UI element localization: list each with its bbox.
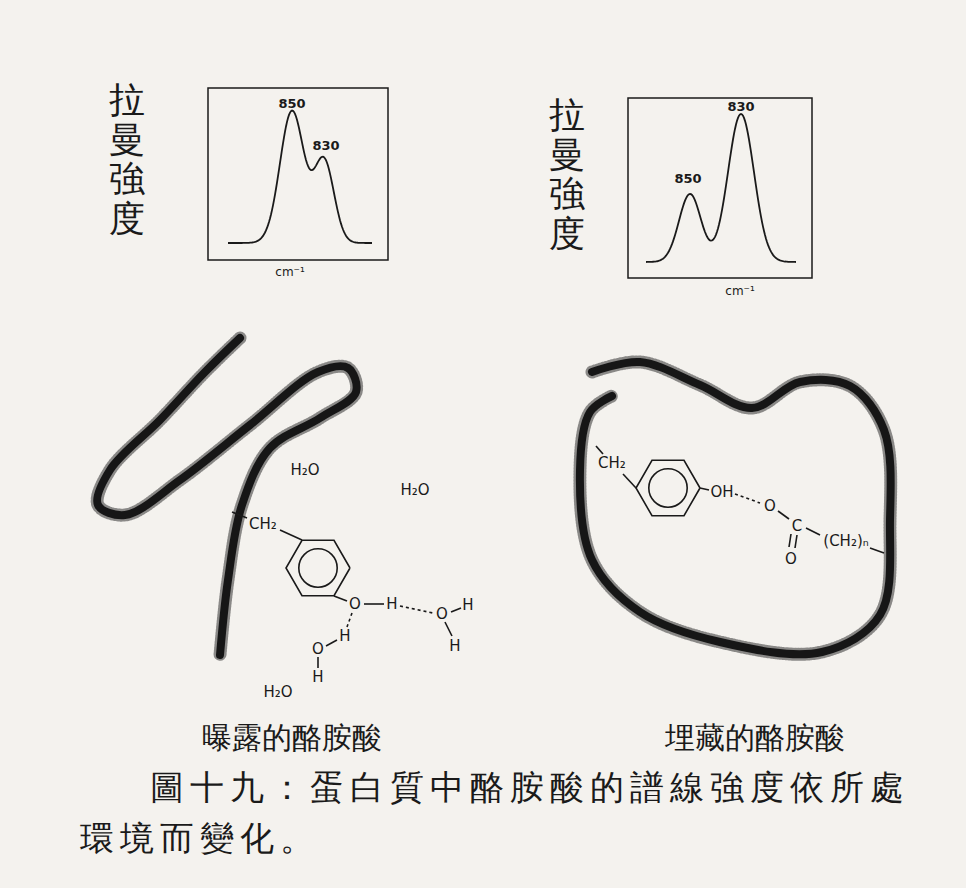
chem-label: H <box>339 629 350 644</box>
chem-label: O <box>436 607 448 622</box>
axis-unit: cm⁻¹ <box>275 266 304 278</box>
plot-frame <box>208 88 388 260</box>
chem-label: H <box>386 597 397 612</box>
hydrogen-bond <box>400 606 433 613</box>
chem-label: C <box>792 519 802 534</box>
protein-chain <box>97 338 356 655</box>
chemical-bond <box>700 488 709 490</box>
chemical-bond <box>806 528 820 535</box>
chemical-bond <box>596 446 603 454</box>
protein-chain <box>580 362 891 654</box>
plot-frame <box>628 98 812 278</box>
raman-curve <box>228 111 372 243</box>
chem-label: H₂O <box>400 483 429 498</box>
chem-label: H <box>449 639 460 654</box>
benzene-ring <box>649 469 687 507</box>
hydrogen-bond <box>347 613 352 627</box>
panel-label: 埋藏的酪胺酸 <box>665 723 845 753</box>
benzene-ring <box>299 549 337 587</box>
chem-label: O <box>764 499 776 514</box>
chemical-bond <box>870 548 884 553</box>
figure-caption: 圖十九：蛋白質中酪胺酸的譜線強度依所處環境而變化。 <box>80 762 930 864</box>
peak-label: 850 <box>278 97 305 110</box>
chemical-bond <box>445 622 452 636</box>
chemical-bond <box>232 512 247 518</box>
axis-title: 拉曼強度 <box>549 95 585 253</box>
axis-unit: cm⁻¹ <box>725 285 754 297</box>
protein-chain <box>97 338 356 655</box>
chemical-bond <box>326 640 337 646</box>
chemical-bond <box>334 596 347 601</box>
chemical-bond <box>789 534 791 547</box>
benzene-ring <box>286 540 350 595</box>
chem-label: CH₂ <box>249 517 277 532</box>
panel-label: 曝露的酪胺酸 <box>202 723 382 753</box>
chem-label: OH <box>710 485 733 500</box>
protein-chain <box>580 362 891 654</box>
chem-label: H₂O <box>263 685 292 700</box>
chemical-bond <box>364 603 384 605</box>
benzene-ring <box>636 460 700 515</box>
chem-label: CH₂ <box>598 456 626 471</box>
chem-label: H <box>462 598 473 613</box>
chemical-bond <box>795 535 797 548</box>
chemical-bond <box>778 511 789 519</box>
hydrogen-bond <box>735 494 760 503</box>
chem-label: H <box>312 670 323 685</box>
chemical-bond <box>317 657 319 668</box>
peak-label: 830 <box>312 139 339 152</box>
chemical-bond <box>623 474 636 488</box>
chem-label: (CH₂)ₙ <box>823 534 868 549</box>
chem-label: O <box>785 552 797 567</box>
chemical-bond <box>280 530 302 540</box>
chem-label: H₂O <box>290 463 319 478</box>
chem-label: O <box>349 597 361 612</box>
peak-label: 830 <box>727 100 754 113</box>
chem-label: O <box>312 642 324 657</box>
peak-label: 850 <box>674 172 701 185</box>
raman-curve <box>646 114 796 262</box>
axis-title: 拉曼強度 <box>109 80 145 238</box>
chemical-bond <box>451 608 461 612</box>
